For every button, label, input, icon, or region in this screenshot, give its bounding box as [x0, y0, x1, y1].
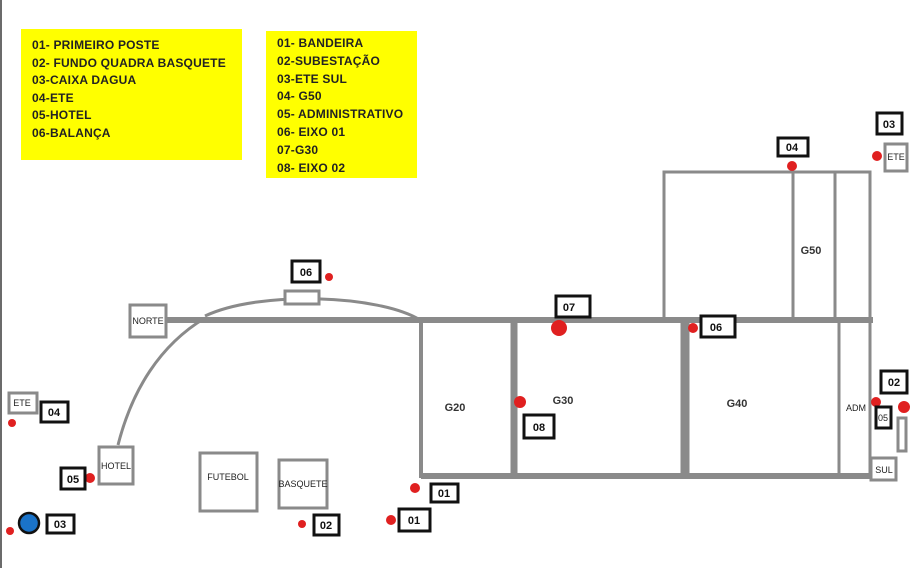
left-border [0, 0, 2, 568]
legend-left-item: 05-HOTEL [32, 108, 92, 122]
legend-right-item: 04- G50 [277, 89, 322, 104]
g30-label: G30 [553, 395, 574, 407]
buildings [7, 142, 909, 513]
marker-03-caixa: 03 [54, 519, 66, 531]
marker-06-balanca: 06 [300, 267, 312, 279]
norte-building [128, 303, 168, 339]
futebol-label: FUTEBOL [207, 472, 249, 482]
legend-left-item: 03-CAIXA DAGUA [32, 73, 137, 87]
marker-box [554, 294, 592, 319]
hotel-point [85, 473, 95, 483]
adm-label: ADM [846, 403, 866, 413]
eixo-02-point [514, 396, 526, 408]
adm-point [871, 397, 881, 407]
basquete-point [298, 520, 306, 528]
marker-boxes: 06 04 05 03 02 01 01 08 07 06 04 03 02 0… [39, 111, 909, 537]
subestacao-point [898, 401, 910, 413]
basquete-label: BASQUETE [278, 479, 327, 489]
road-network [116, 297, 873, 479]
marker-01-poste: 01 [408, 515, 420, 527]
primeiro-poste-point [386, 515, 396, 525]
ete-left-label: ETE [13, 398, 31, 408]
legend-left-item: 06-BALANÇA [32, 125, 111, 140]
bandeira-point [410, 483, 420, 493]
marker-07-g30: 07 [563, 302, 575, 314]
ete-sul-building [883, 142, 909, 173]
marker-02-basquete: 02 [320, 520, 332, 532]
ete-point [8, 419, 16, 427]
legend-right-item: 08- EIXO 02 [277, 160, 346, 175]
futebol-field [198, 451, 259, 513]
g50-label: G50 [801, 245, 822, 257]
marker-box [45, 513, 76, 535]
marker-box [776, 136, 810, 158]
marker-box [59, 466, 87, 491]
water-tank-icon [17, 511, 41, 535]
hotel-label: HOTEL [101, 461, 131, 471]
legend-right-item: 05- ADMINISTRATIVO [277, 107, 404, 122]
marker-04-ete: 04 [48, 407, 61, 419]
g40-label: G40 [727, 398, 748, 410]
g20-label: G20 [445, 402, 466, 414]
marker-05-adm: 05 [878, 413, 888, 423]
legend-left: 01- PRIMEIRO POSTE 02- FUNDO QUADRA BASQ… [21, 29, 242, 160]
legend-left-item: 04-ETE [32, 90, 74, 105]
marker-box [699, 314, 737, 339]
marker-02-subestacao: 02 [888, 377, 900, 389]
survey-points [6, 151, 910, 535]
marker-box [397, 507, 432, 533]
ete-sul-point [872, 151, 882, 161]
caixa-dagua-point [6, 527, 14, 535]
g50-block [662, 170, 872, 322]
sul-building [869, 456, 898, 482]
legend-right-item: 07-G30 [277, 142, 319, 157]
legend-left-item: 02- FUNDO QUADRA BASQUETE [32, 55, 226, 70]
marker-box [879, 369, 909, 395]
hotel-building [97, 445, 135, 486]
basquete-court [277, 458, 329, 510]
marker-box [522, 413, 556, 440]
marker-box [429, 482, 460, 504]
marker-box [875, 111, 904, 136]
hotel-curve-road [116, 316, 206, 446]
marker-box [39, 400, 70, 424]
marker-05-hotel: 05 [67, 474, 79, 486]
balanca-point [325, 273, 333, 281]
marker-08-eixo: 08 [533, 422, 545, 434]
ete-left-building [7, 391, 39, 415]
legend-left-item: 01- PRIMEIRO POSTE [32, 38, 160, 52]
norte-label: NORTE [132, 316, 163, 326]
substation-building [896, 416, 908, 453]
legend-right-item: 01- BANDEIRA [277, 36, 364, 50]
g50-point [787, 161, 797, 171]
legend-right-item: 03-ETE SUL [277, 71, 348, 86]
balanca-building [283, 289, 321, 306]
ete-sul-label: ETE [887, 152, 905, 162]
legend-right-item: 06- EIXO 01 [277, 124, 346, 139]
legend-right: 01- BANDEIRA 02-SUBESTAÇÃO 03-ETE SUL 04… [266, 31, 417, 178]
sul-label: SUL [875, 465, 893, 475]
legend-right-item: 02-SUBESTAÇÃO [277, 53, 381, 68]
eixo-01-point [688, 323, 698, 333]
g30-point [551, 320, 567, 336]
marker-06-eixo: 06 [710, 322, 722, 334]
marker-04-g50: 04 [786, 142, 799, 154]
marker-box [290, 259, 322, 284]
marker-box [874, 405, 893, 430]
marker-01-bandeira: 01 [438, 488, 450, 500]
marker-box [312, 513, 341, 537]
marker-03-ete-sul: 03 [883, 119, 895, 131]
g50-outline [662, 170, 872, 322]
